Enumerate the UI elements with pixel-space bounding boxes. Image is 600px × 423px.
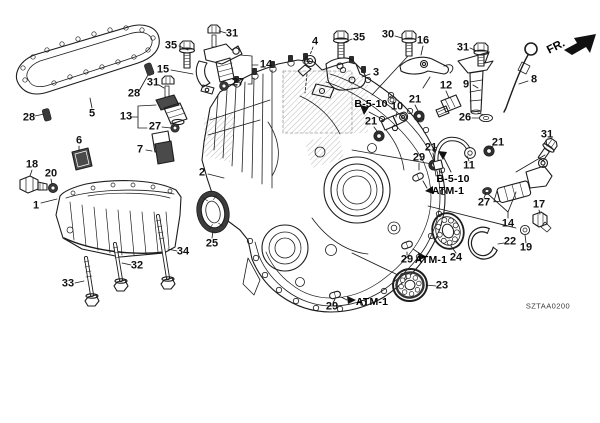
part-callout-27: 27 (231, 76, 245, 89)
part-callout-26: 26 (458, 111, 472, 124)
part-callout-21: 21 (424, 141, 438, 154)
part-callout-12: 12 (439, 79, 453, 92)
part-callout-24: 24 (449, 251, 463, 264)
part-bolt-32 (112, 242, 129, 292)
leader-lines (29, 30, 548, 304)
part-callout-15: 15 (156, 63, 170, 76)
reference-arrowheads (347, 105, 447, 304)
part-callout-23: 23 (435, 279, 449, 292)
part-dipstick-8 (503, 42, 538, 113)
part-bracket-16 (399, 56, 454, 75)
part-callout-27: 27 (477, 196, 491, 209)
part-joint-10 (378, 111, 409, 132)
part-callout-19: 19 (519, 241, 533, 254)
part-callout-1: 1 (32, 199, 40, 212)
part-callout-16: 16 (416, 34, 430, 47)
part-callout-31: 31 (225, 27, 239, 40)
part-bolt-35-left (178, 40, 196, 69)
part-callout-32: 32 (130, 259, 144, 272)
part-plate-6 (71, 147, 93, 171)
part-dowel-pin-29-a (412, 172, 424, 182)
part-washer-20 (48, 182, 59, 193)
diagram-ref-B-5-10: B-5-10 (354, 97, 388, 110)
diagram-ref-ATM-1: ATM-1 (431, 184, 465, 197)
part-callout-29: 29 (325, 300, 339, 313)
part-callout-14: 14 (259, 58, 273, 71)
part-callout-13: 13 (119, 110, 133, 123)
part-clip-28-lower (41, 108, 52, 122)
part-callout-31: 31 (540, 128, 554, 141)
part-filter-7 (151, 130, 175, 165)
part-callout-34: 34 (176, 245, 190, 258)
part-callout-18: 18 (25, 158, 39, 171)
part-pipe-11 (432, 136, 476, 177)
part-sensor-13 (155, 75, 188, 126)
part-callout-35: 35 (352, 31, 366, 44)
part-union-12 (435, 94, 462, 118)
part-clamp-15 (195, 60, 215, 95)
part-seal-25 (196, 190, 230, 234)
diagram-code: SZTAA0200 (525, 301, 571, 311)
part-bearing-23 (392, 267, 428, 303)
part-callout-6: 6 (75, 134, 83, 147)
part-plug-17 (532, 211, 552, 233)
part-callout-5: 5 (88, 107, 96, 120)
part-clip-28-upper (144, 62, 155, 76)
part-callout-29: 29 (412, 151, 426, 164)
part-callout-29: 29 (400, 253, 414, 266)
part-callout-31: 31 (456, 41, 470, 54)
part-dowel-pin-29-b (401, 240, 413, 250)
part-callout-7: 7 (136, 143, 144, 156)
part-callout-8: 8 (530, 73, 538, 86)
fr-direction-arrow-icon (564, 34, 596, 55)
part-callout-3: 3 (372, 66, 380, 79)
diagram-ref-ATM-1: ATM-1 (414, 253, 448, 266)
part-callout-10: 10 (390, 100, 404, 113)
part-callout-21: 21 (364, 115, 378, 128)
part-sensor-14-left (203, 24, 243, 83)
part-bolt-31-right (537, 137, 558, 162)
part-callout-21: 21 (491, 136, 505, 149)
part-callout-35: 35 (164, 39, 178, 52)
part-callout-14: 14 (501, 217, 515, 230)
part-washer-26 (479, 113, 493, 123)
part-bearing-24 (431, 212, 465, 250)
part-bracket-3 (311, 57, 367, 99)
part-callout-20: 20 (44, 167, 58, 180)
part-callout-11: 11 (463, 159, 475, 172)
part-snap-ring-22 (467, 226, 498, 260)
part-callout-33: 33 (61, 277, 75, 290)
part-callout-2: 2 (198, 166, 206, 179)
part-bolt-33 (83, 256, 100, 307)
part-clamp-4 (297, 54, 317, 77)
part-callout-22: 22 (503, 235, 517, 248)
part-oring-27-sensor13 (170, 123, 180, 133)
part-callout-27: 27 (148, 120, 162, 133)
part-callout-30: 30 (381, 28, 395, 41)
part-callout-28: 28 (127, 87, 141, 100)
part-filler-tube-9 (457, 51, 494, 115)
part-bolt-30 (401, 30, 417, 57)
diagram-ref-ATM-1: ATM-1 (355, 295, 389, 308)
part-callout-25: 25 (205, 237, 219, 250)
part-callout-17: 17 (532, 198, 546, 211)
diagram-ref-B-5-10: B-5-10 (436, 172, 470, 185)
part-oring-27-sensor14-left (219, 81, 229, 91)
part-callout-31: 31 (146, 76, 160, 89)
part-callout-21: 21 (408, 93, 422, 106)
part-callout-9: 9 (462, 78, 470, 91)
part-case-2 (201, 53, 447, 313)
part-washer-21-group (373, 110, 495, 171)
part-callout-28: 28 (22, 111, 36, 124)
part-oil-pan-1 (55, 180, 182, 258)
part-callout-4: 4 (311, 35, 319, 48)
part-dowel-pin-29-c (329, 290, 341, 300)
part-gasket-5 (16, 24, 160, 95)
part-bolt-34 (155, 214, 176, 290)
